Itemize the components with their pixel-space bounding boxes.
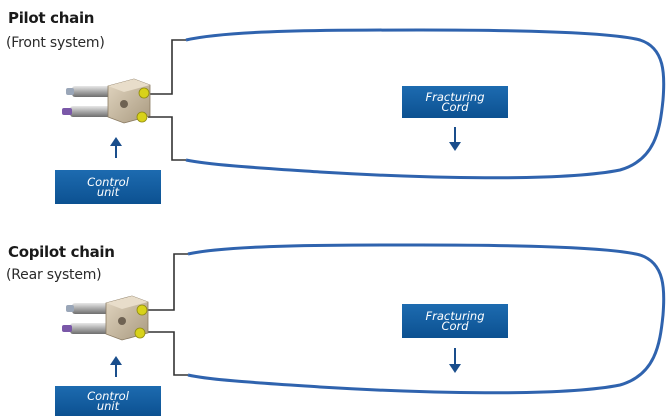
pilot-chain-title: Pilot chain: [8, 9, 95, 27]
pilot-control-label-line2: unit: [96, 185, 120, 199]
copilot-fracturing-cord-label: Fracturing Cord: [402, 304, 508, 338]
copilot-control-unit-box: Control unit: [55, 386, 161, 416]
pilot-control-label-line1: Control: [87, 175, 129, 189]
copilot-chain-title: Copilot chain: [8, 243, 115, 261]
copilot-lead-wire-top: [146, 253, 188, 311]
copilot-fracturing-cord: [187, 243, 666, 395]
pilot-fracturing-cord-label: Fracturing Cord: [402, 86, 508, 118]
copilot-control-label-line2: unit: [96, 399, 120, 413]
pilot-lead-wire-top: [148, 39, 186, 95]
pilot-chain-subtitle: (Front system): [6, 35, 105, 51]
copilot-chain-loop: [146, 243, 666, 395]
copilot-cord-arrow-down-icon: [449, 348, 461, 373]
pilot-fracturing-cord: [185, 28, 666, 180]
pilot-cord-label-line1: Fracturing: [425, 90, 485, 104]
pilot-control-arrow-up-icon: [110, 137, 122, 158]
copilot-chain-subtitle: (Rear system): [6, 267, 102, 283]
pilot-chain-loop: [148, 28, 666, 180]
copilot-connector-icon: [62, 295, 149, 341]
copilot-cord-label-line2: Cord: [441, 319, 469, 333]
copilot-control-label-line1: Control: [87, 389, 129, 403]
pilot-cord-arrow-down-icon: [449, 127, 461, 151]
copilot-cord-label-line1: Fracturing: [425, 309, 485, 323]
pilot-lead-wire-bottom: [148, 116, 186, 161]
pilot-connector-icon: [62, 78, 151, 124]
pilot-control-unit-box: Control unit: [55, 170, 161, 204]
copilot-lead-wire-bottom: [146, 331, 188, 376]
copilot-control-arrow-up-icon: [110, 356, 122, 377]
pilot-cord-label-line2: Cord: [441, 100, 469, 114]
